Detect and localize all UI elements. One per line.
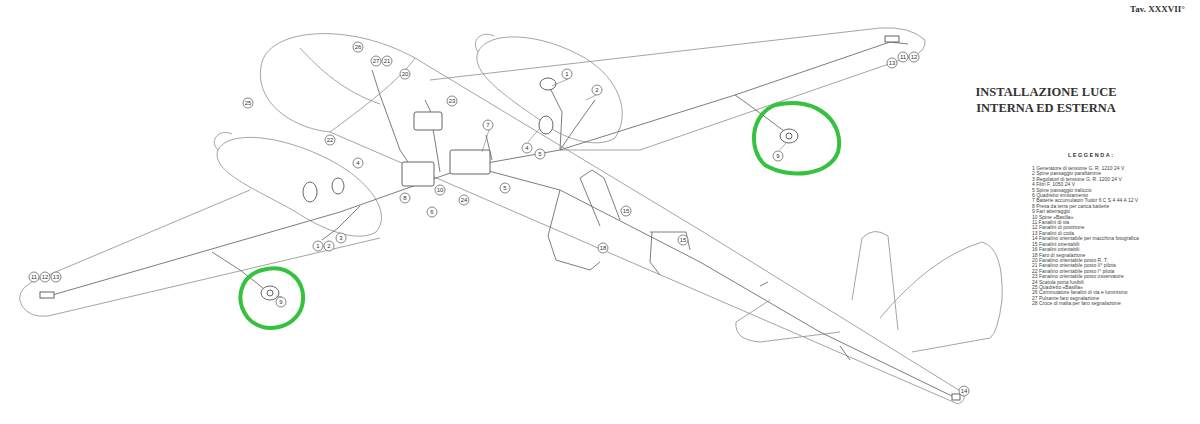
leader-lines [276,79,786,297]
callout-number: 10 [437,187,444,193]
legend-entry: 9 Fari atterraggio [1032,209,1139,214]
callout-ring [336,233,346,243]
callout-ring [276,297,286,307]
legend-entry: 26 Commutatore fanalini di via e luminis… [1032,290,1139,295]
legend-list: 1 Generatore di tensione G. R. 1210 24 V… [1032,166,1139,307]
callout-ring [500,183,510,193]
callout-number: 2 [595,87,598,93]
callout-ring [313,241,323,251]
callout-number: 22 [327,137,334,143]
drawing-title: INSTALLAZIONE LUCE INTERNA ED ESTERNA [968,84,1124,116]
callout-number: 23 [449,98,456,104]
wiring [42,42,956,398]
callout-number: 1 [316,243,319,249]
callout-ring [483,120,493,130]
legend-entry: 28 Croce di malta per faro segnalazione [1032,301,1139,306]
callout-number: 25 [245,100,252,106]
callout-number: 15 [680,237,687,243]
callout-number: 9 [279,299,282,305]
callout-number: 3 [339,235,342,241]
callout-number: 7 [486,122,489,128]
callout-ring [382,56,392,66]
callout-number: 24 [461,197,468,203]
callout-ring [959,386,969,396]
legend-entry: 14 Fanalino orientabile per macchina fot… [1032,236,1139,241]
callout-number: 14 [961,388,968,394]
callout-ring [325,135,335,145]
callout-number: 26 [355,44,362,50]
callout-number: 13 [53,274,60,280]
callout-ring [598,243,608,253]
callout-rings [29,42,969,396]
callout-ring [371,56,381,66]
callout-number: 13 [889,60,896,66]
callout-number: 4 [525,145,528,151]
callout-ring [592,85,602,95]
callout-number: 21 [384,58,391,64]
callout-ring [353,158,363,168]
highlight-ring [240,103,839,328]
callout-number: 2 [327,243,330,249]
callout-ring [621,206,631,216]
callout-number: 12 [911,54,918,60]
callout-ring [887,58,897,68]
callout-ring [51,272,61,282]
callout-ring [562,69,572,79]
callout-ring [909,52,919,62]
callout-ring [324,241,334,251]
callout-ring [447,96,457,106]
callout-number: 5 [503,185,506,191]
callout-number: 27 [373,58,380,64]
callout-ring [522,143,532,153]
callout-number: 1 [565,71,568,77]
callout-number: 18 [600,245,607,251]
callout-ring [29,272,39,282]
callout-ring [40,272,50,282]
callout-ring [353,42,363,52]
callout-number: 9 [776,153,779,159]
callout-ring [427,207,437,217]
callout-number: 11 [900,54,906,60]
callout-ring [243,98,253,108]
callout-number: 5 [538,151,541,157]
equipment-symbols [40,36,960,400]
callout-ring [678,235,688,245]
callout-ring [459,195,469,205]
callout-number: 15 [623,208,630,214]
callout-number: 8 [403,195,406,201]
callout-number: 11 [31,274,37,280]
callout-number: 12 [42,274,49,280]
callout-number: 6 [430,209,433,215]
legend-heading: LEGGENDA: [1068,152,1115,158]
callout-ring [400,193,410,203]
legend-entry: 21 Fanalino orientabile posto II° pilota [1032,263,1139,268]
callout-ring [773,151,783,161]
callout-ring [535,149,545,159]
plate-number: Tav. XXXVII° [1130,4,1185,14]
callout-number: 20 [402,71,409,77]
callout-ring [400,69,410,79]
callout-ring [435,185,445,195]
callout-number: 4 [356,160,359,166]
airframe-outline [20,28,1003,404]
callout-ring [898,52,908,62]
legend-entry: 23 Fanalino orientabile posto osservator… [1032,274,1139,279]
